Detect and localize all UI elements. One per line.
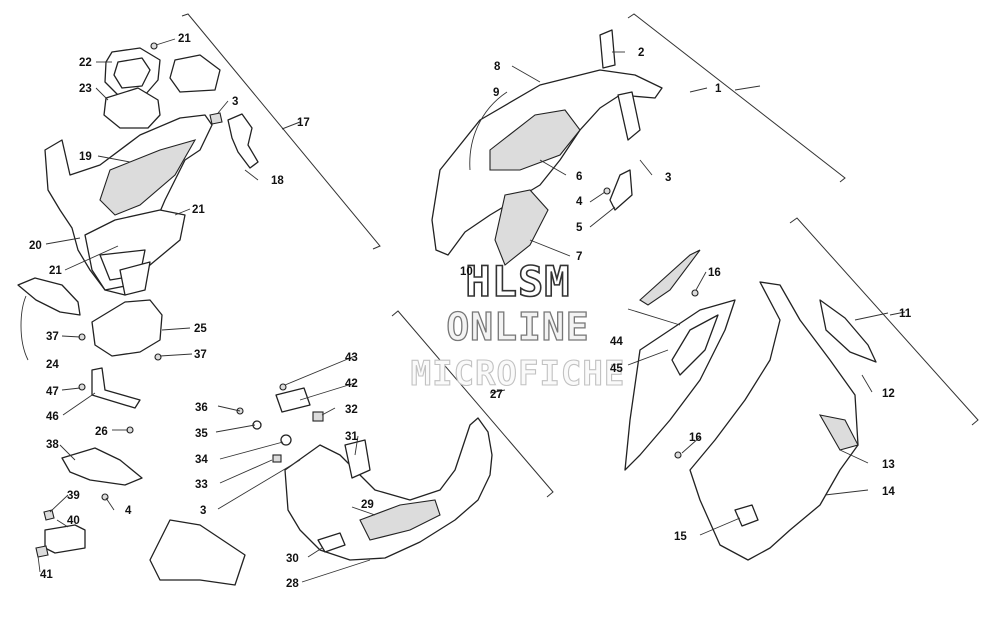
callout-33: 33 [195,479,208,491]
callout-16: 16 [689,432,702,444]
leader-lines [20,38,889,583]
callout-37: 37 [194,349,207,361]
callout-34: 34 [195,454,208,466]
callout-47: 47 [46,386,59,398]
clip-37-bottom [154,353,162,361]
callout-23: 23 [79,83,92,95]
callout-4: 4 [125,505,132,517]
callout-36: 36 [195,402,208,414]
callout-18: 18 [271,175,284,187]
callout-39: 39 [67,490,80,502]
callout-25: 25 [194,323,207,335]
clip-3-left [209,112,223,125]
hood-assembly [431,29,663,266]
watermark-line-2: ONLINE [446,305,589,349]
callout-24: 24 [46,359,59,371]
side-panel-assembly [624,249,877,561]
callout-40: 40 [67,515,80,527]
callout-44: 44 [610,336,623,348]
plate-23 [103,87,161,129]
connector-41 [35,545,49,558]
screw-16-bottom [674,451,682,459]
callout-5: 5 [576,222,583,234]
screw-21-top [150,42,158,50]
callout-21: 21 [49,265,62,277]
screw-16-top [691,289,699,297]
callout-8: 8 [494,61,501,73]
callout-37: 37 [46,331,59,343]
screw-43 [279,383,287,391]
callout-30: 30 [286,553,299,565]
callout-16: 16 [708,267,721,279]
callout-1: 1 [715,83,722,95]
callout-6: 6 [576,171,582,183]
callout-11: 11 [899,308,912,320]
callout-labels: 21 22 23 3 17 19 18 21 20 21 37 25 37 24… [29,33,912,590]
clip-47 [78,383,86,391]
callout-46: 46 [46,411,59,423]
callout-21: 21 [192,204,205,216]
callout-3: 3 [665,172,671,184]
callout-31: 31 [345,431,358,443]
watermark-line-1: HLSM [465,257,570,306]
callout-3: 3 [232,96,238,108]
callout-3: 3 [200,505,206,517]
callout-32: 32 [345,404,358,416]
callout-7: 7 [576,251,582,263]
callout-27: 27 [490,389,503,401]
callout-43: 43 [345,352,358,364]
callout-29: 29 [361,499,374,511]
callout-41: 41 [40,569,53,581]
callout-42: 42 [345,378,358,390]
watermark-line-3: MICROFICHE [411,354,626,394]
handle-18 [227,113,259,169]
hinge-bracket-top [169,54,221,93]
callout-2: 2 [638,47,644,59]
callout-22: 22 [79,57,92,69]
callout-9: 9 [493,87,499,99]
watermark: HLSM ONLINE MICROFICHE [410,256,626,394]
callout-14: 14 [882,486,895,498]
callout-15: 15 [674,531,687,543]
bracket-46 [91,367,141,409]
callout-12: 12 [882,388,895,400]
callout-20: 20 [29,240,42,252]
group-bracket-27 [391,310,554,498]
group-bracket-1 [627,13,846,183]
callout-17: 17 [297,117,310,129]
callout-38: 38 [46,439,59,451]
side-panel-24 [17,277,81,316]
nut-32 [312,411,324,422]
spacer-34 [280,434,292,446]
callout-28: 28 [286,578,299,590]
callout-10: 10 [460,266,473,278]
box-40 [44,524,86,554]
callout-35: 35 [195,428,208,440]
callout-26: 26 [95,426,108,438]
upper-bracket-assembly [44,114,213,296]
callout-4: 4 [576,196,583,208]
group-bracket-17 [181,13,381,250]
callout-45: 45 [610,363,623,375]
shield-25 [91,299,163,357]
callout-13: 13 [882,459,895,471]
screw-4-upper [603,187,611,195]
cover-38 [61,447,143,486]
connector-39 [43,509,55,521]
group-bracket-11 [789,217,979,426]
clip-33 [272,454,282,463]
nose-pan-assembly [149,387,493,586]
callout-19: 19 [79,151,92,163]
callout-21: 21 [178,33,191,45]
